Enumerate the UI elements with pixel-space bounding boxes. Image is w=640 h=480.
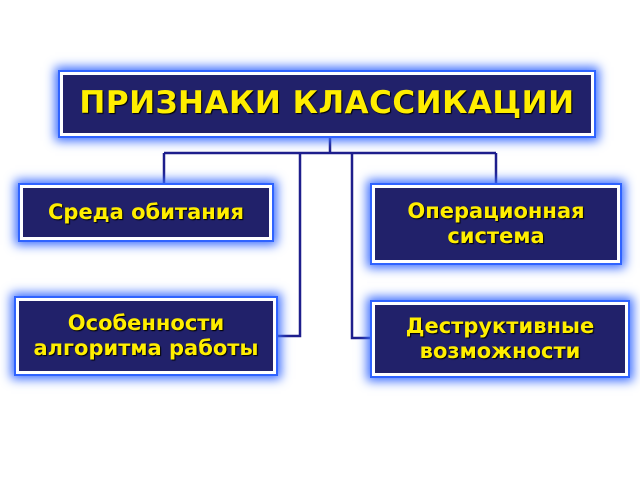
algorithm-features-line-2: алгоритма работы (33, 336, 259, 360)
title-box: ПРИЗНАКИ КЛАССИКАЦИИ (60, 72, 594, 136)
destructive-capabilities-line-2: возможности (419, 339, 581, 363)
connector-to-destructive (350, 153, 372, 340)
destructive-capabilities-box: Деструктивные возможности (372, 302, 628, 376)
destructive-capabilities-label: Деструктивные возможности (406, 314, 594, 364)
title-text: ПРИЗНАКИ КЛАССИКАЦИИ (79, 85, 575, 122)
connector-to-algorithm (276, 153, 302, 338)
habitat-line-1: Среда обитания (48, 199, 244, 224)
algorithm-features-label: Особенности алгоритма работы (34, 311, 259, 361)
operating-system-line-1: Операционная (407, 198, 585, 223)
habitat-label: Среда обитания (48, 200, 244, 225)
operating-system-box: Операционная система (372, 185, 620, 263)
algorithm-features-line-1: Особенности (67, 310, 225, 335)
operating-system-line-2: система (447, 224, 545, 248)
algorithm-features-box: Особенности алгоритма работы (16, 298, 276, 374)
destructive-capabilities-line-1: Деструктивные (405, 313, 595, 338)
habitat-box: Среда обитания (20, 185, 272, 240)
operating-system-label: Операционная система (407, 199, 584, 249)
